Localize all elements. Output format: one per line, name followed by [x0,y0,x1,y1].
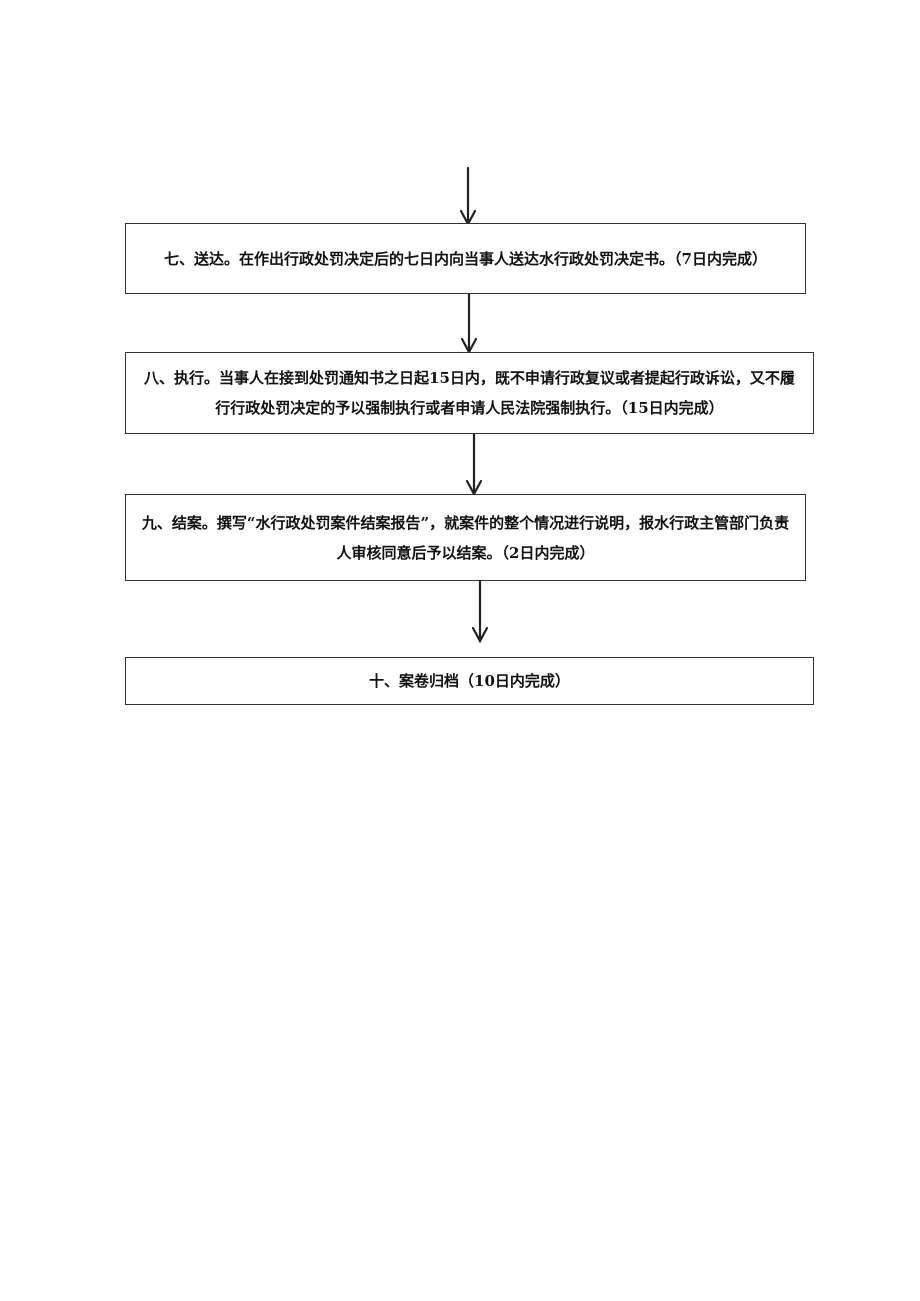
step-box-8: 八、执行。当事人在接到处罚通知书之日起15日内，既不申请行政复议或者提起行政诉讼… [125,352,814,434]
step-7-text: 七、送达。在作出行政处罚决定后的七日内向当事人送达水行政处罚决定书。（7日内完成… [164,249,767,268]
arrow-step-8-to-9 [465,432,483,497]
step-8-text: 八、执行。当事人在接到处罚通知书之日起15日内，既不申请行政复议或者提起行政诉讼… [144,369,795,417]
step-9-text: 九、结案。撰写“水行政处罚案件结案报告”，就案件的整个情况进行说明，报水行政主管… [141,513,790,562]
arrow-step-7-to-8 [460,292,478,355]
step-box-9: 九、结案。撰写“水行政处罚案件结案报告”，就案件的整个情况进行说明，报水行政主管… [125,494,806,581]
step-box-7: 七、送达。在作出行政处罚决定后的七日内向当事人送达水行政处罚决定书。（7日内完成… [125,223,806,294]
arrow-step-9-to-10 [471,579,489,644]
arrow-into-step-7 [459,166,477,227]
step-10-text: 十、案卷归档（10日内完成） [369,672,570,690]
step-box-10: 十、案卷归档（10日内完成） [125,657,814,705]
